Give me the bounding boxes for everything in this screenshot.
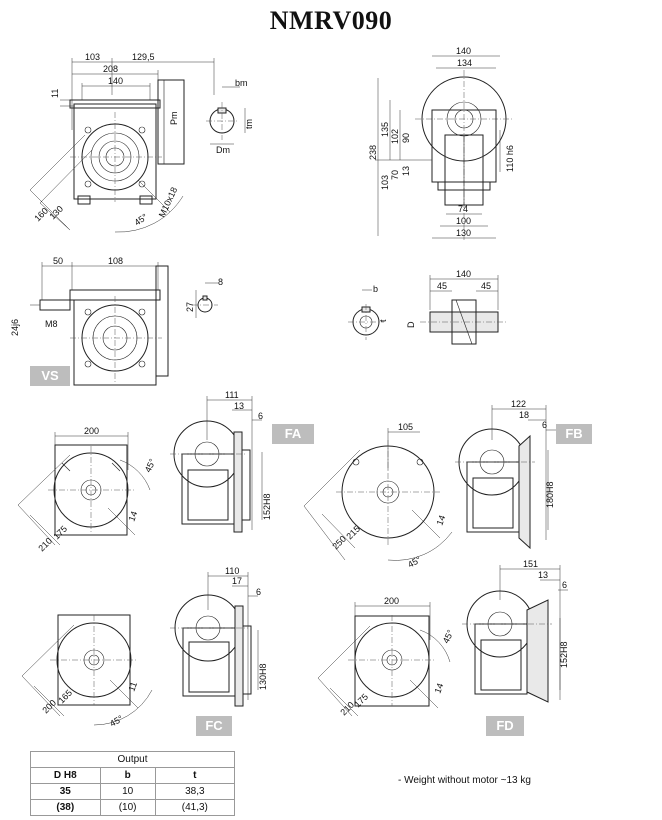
output-table-caption: Output bbox=[30, 751, 235, 768]
dim-fd13: 13 bbox=[538, 570, 548, 580]
dim-r13: 13 bbox=[401, 166, 411, 176]
fc-flange-view: 165 200 11 45° 110 17 6 130H8 bbox=[21, 566, 268, 729]
dim-fc200: 200 bbox=[40, 698, 58, 716]
dim-v50: 50 bbox=[53, 256, 63, 266]
dim-11: 11 bbox=[50, 89, 60, 98]
table-cell: (10) bbox=[99, 799, 156, 816]
dim-fc11: 11 bbox=[126, 680, 139, 692]
dim-fc110: 110 bbox=[225, 566, 239, 576]
dim-r100: 100 bbox=[456, 216, 471, 226]
fb-flange-view: 105 215 250 14 45° 122 18 6 180H8 bbox=[303, 399, 556, 570]
dim-r70: 70 bbox=[390, 170, 400, 180]
weight-note: - Weight without motor ~13 kg bbox=[398, 775, 531, 786]
dim-r134: 134 bbox=[457, 58, 472, 68]
dim-r135: 135 bbox=[380, 122, 390, 137]
dim-pm: Pm bbox=[169, 112, 179, 126]
dim-v24j6: 24j6 bbox=[10, 319, 20, 336]
output-table: Output D H8 b t 35 10 38,3 (38) (10) (41… bbox=[30, 751, 236, 816]
side-view-top-right: 140 134 238 135 102 90 103 70 13 110 h6 … bbox=[368, 46, 515, 240]
dim-r140: 140 bbox=[456, 46, 471, 56]
dim-fa210: 210 bbox=[36, 536, 54, 554]
dim-r103: 103 bbox=[380, 175, 390, 190]
dim-r110h6: 110 h6 bbox=[505, 145, 515, 172]
dim-fa111: 111 bbox=[225, 390, 239, 400]
hollow-shaft-section: b D t 140 45 45 bbox=[348, 269, 508, 345]
page-title: NMRV090 bbox=[269, 6, 393, 35]
table-cell: (38) bbox=[30, 799, 101, 816]
dim-v108: 108 bbox=[108, 256, 123, 266]
dim-r130: 130 bbox=[456, 228, 471, 238]
dim-st: t bbox=[378, 319, 388, 322]
dim-sd: D bbox=[406, 321, 416, 328]
dim-bm: bm bbox=[235, 78, 248, 88]
dim-fc17: 17 bbox=[232, 576, 242, 586]
dim-fb14: 14 bbox=[434, 514, 447, 527]
dim-fb6: 6 bbox=[542, 420, 547, 430]
dim-140: 140 bbox=[108, 76, 123, 86]
dim-dm: Dm bbox=[216, 145, 230, 155]
dim-r74: 74 bbox=[458, 204, 468, 214]
dim-s45-left: 45 bbox=[437, 281, 447, 291]
dim-130: 130 bbox=[47, 204, 65, 222]
dim-fc130h8: 130H8 bbox=[258, 663, 268, 690]
table-row: (38) (10) (41,3) bbox=[30, 799, 236, 816]
dim-fa152h8: 152H8 bbox=[262, 493, 272, 520]
dim-fd151: 151 bbox=[523, 559, 538, 569]
fb-view-label: FB bbox=[556, 424, 592, 444]
table-cell: 35 bbox=[30, 783, 101, 800]
table-header-cell: D H8 bbox=[30, 767, 101, 784]
motor-shaft-section: bm tm Dm bbox=[206, 78, 254, 155]
table-row: 35 10 38,3 bbox=[30, 783, 236, 800]
table-cell: 38,3 bbox=[154, 783, 236, 800]
dim-sb: b bbox=[373, 284, 378, 294]
fd-flange-view: 200 175 210 45° 14 151 13 6 152H8 bbox=[317, 559, 569, 717]
dim-fb18: 18 bbox=[519, 410, 529, 420]
fa-flange-view: 200 175 210 45° 14 111 13 6 152H8 bbox=[17, 390, 272, 554]
dim-fa45: 45° bbox=[143, 457, 158, 474]
table-cell: 10 bbox=[99, 783, 156, 800]
table-cell: (41,3) bbox=[154, 799, 236, 816]
dim-vm8: M8 bbox=[45, 319, 58, 329]
fa-view-label: FA bbox=[272, 424, 314, 444]
dim-fa200: 200 bbox=[84, 426, 99, 436]
vs-view: 50 108 24j6 M8 27 8 bbox=[10, 256, 223, 386]
dim-r102: 102 bbox=[390, 129, 400, 144]
dim-s140: 140 bbox=[456, 269, 471, 279]
dim-r238: 238 bbox=[368, 145, 378, 160]
front-view-top-left: 103 129,5 208 140 11 Pm 130 160 45° M10x… bbox=[29, 52, 215, 233]
table-header-cell: b bbox=[99, 767, 156, 784]
dim-fa13: 13 bbox=[234, 401, 244, 411]
dim-fb105: 105 bbox=[398, 422, 413, 432]
vs-view-label: VS bbox=[30, 366, 70, 386]
dim-208: 208 bbox=[103, 64, 118, 74]
dim-45-deg: 45° bbox=[132, 211, 149, 227]
dim-fd14: 14 bbox=[432, 682, 445, 695]
dim-103: 103 bbox=[85, 52, 100, 62]
dim-160: 160 bbox=[32, 206, 50, 224]
fc-view-label: FC bbox=[196, 716, 232, 736]
dim-fc6: 6 bbox=[256, 587, 261, 597]
dim-fb215: 215 bbox=[344, 524, 362, 542]
dim-fb180h8: 180H8 bbox=[545, 481, 555, 508]
fd-view-label: FD bbox=[486, 716, 524, 736]
dim-fd152h8: 152H8 bbox=[559, 641, 569, 668]
dim-fd45: 45° bbox=[441, 628, 456, 645]
dim-fc45: 45° bbox=[108, 713, 125, 729]
table-header-cell: t bbox=[154, 767, 236, 784]
dim-fa14: 14 bbox=[126, 510, 139, 523]
dim-fb45: 45° bbox=[406, 554, 423, 570]
dim-tm: tm bbox=[244, 119, 254, 129]
dim-v8: 8 bbox=[218, 277, 223, 287]
dim-v27: 27 bbox=[185, 302, 195, 312]
dim-fc165: 165 bbox=[56, 688, 74, 706]
dim-fd200: 200 bbox=[384, 596, 399, 606]
dim-129-5: 129,5 bbox=[132, 52, 155, 62]
dim-s45-right: 45 bbox=[481, 281, 491, 291]
dim-fa6: 6 bbox=[258, 411, 263, 421]
dim-r90: 90 bbox=[401, 133, 411, 143]
dim-fd6: 6 bbox=[562, 580, 567, 590]
table-header-row: D H8 b t bbox=[30, 767, 236, 784]
dim-fb122: 122 bbox=[511, 399, 526, 409]
